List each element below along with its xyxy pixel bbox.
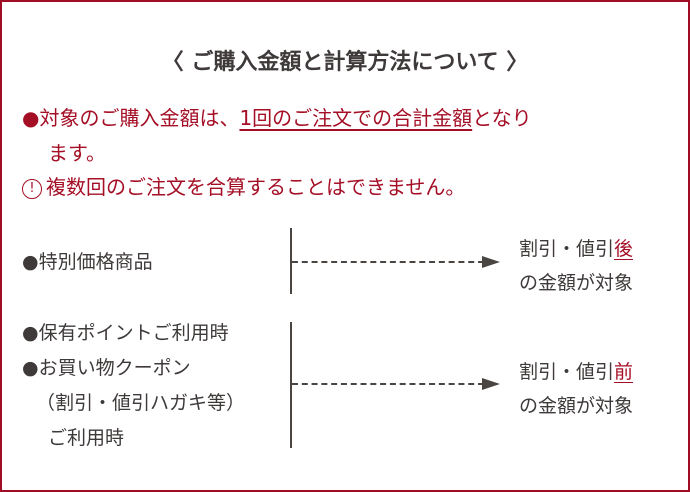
notice-line-1: ●対象のご購入金額は、1回のご注文での合計金額となり: [22, 106, 532, 130]
row2-highlight: 前: [614, 361, 634, 383]
notice-line-2: ます。: [48, 141, 106, 165]
row2-left-label-4: ご利用時: [48, 427, 125, 449]
panel-title: 〈 ご購入金額と計算方法について 〉: [161, 50, 529, 75]
row1-result-line1: 割引・値引後: [519, 238, 634, 260]
row2-left-label-3: （割引・値引ハガキ等）: [36, 392, 246, 414]
row2-result-line2: の金額が対象: [519, 395, 634, 417]
row2-result-line1: 割引・値引前: [519, 361, 634, 383]
row2-bracket-line: [290, 322, 292, 448]
warning-line: !複数回のご注文を合算することはできません。: [22, 170, 465, 204]
row1-dashed-arrow-line: [292, 261, 484, 263]
bullet-icon: ●: [22, 106, 40, 130]
notice-emphasis: 1回のご注文での合計金額: [239, 106, 473, 130]
arrow-right-icon: [482, 378, 500, 390]
row2-left-label-2: ●お買い物クーポン: [22, 357, 191, 379]
arrow-right-icon: [482, 256, 500, 268]
row1-bracket-line: [290, 228, 292, 294]
exclamation-circle-icon: !: [22, 179, 42, 199]
row1-result-line2: の金額が対象: [519, 272, 634, 294]
row2-dashed-arrow-line: [292, 383, 484, 385]
row1-left-label: ●特別価格商品: [22, 251, 153, 273]
row1-highlight: 後: [614, 238, 634, 260]
row2-left-label-1: ●保有ポイントご利用時: [22, 322, 229, 344]
